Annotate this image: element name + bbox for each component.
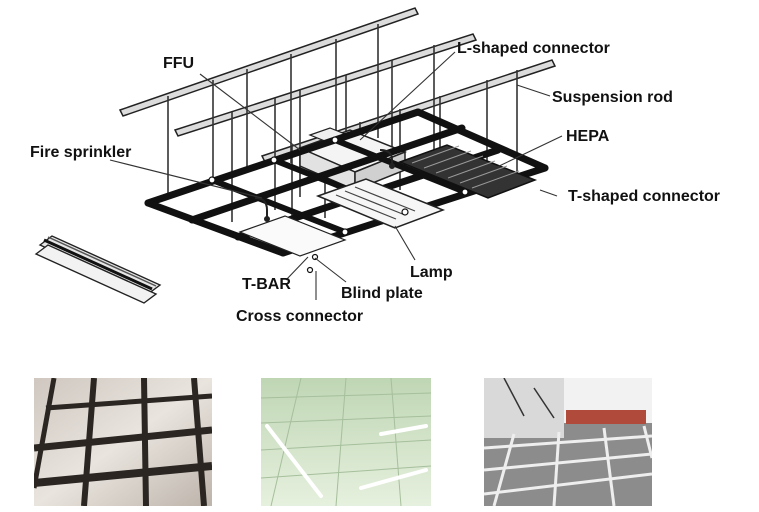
label-t-bar: T-BAR (242, 276, 291, 293)
photo-ceiling-grid-closeup (34, 378, 212, 506)
blind-plate (238, 215, 347, 257)
label-blind-plate: Blind plate (341, 285, 423, 302)
lamp-panel (315, 178, 446, 229)
fire-sprinklers (254, 149, 395, 222)
label-l-shaped-connector: L-shaped connector (457, 40, 610, 57)
photo-ceiling-grid-installation (484, 378, 652, 506)
component-labels: FFU L-shaped connector Suspension rod HE… (30, 40, 720, 325)
label-cross-connector: Cross connector (236, 308, 363, 325)
cross-connectors (208, 136, 469, 274)
label-t-shaped-connector: T-shaped connector (568, 188, 720, 205)
t-bar-profile (34, 235, 162, 304)
photo-cleanroom-ceiling-lights (261, 378, 431, 506)
label-suspension-rod: Suspension rod (552, 89, 673, 106)
label-ffu: FFU (163, 55, 194, 72)
leader-lines (109, 51, 563, 300)
label-fire-sprinkler: Fire sprinkler (30, 144, 131, 161)
hepa-grille (397, 144, 538, 199)
label-lamp: Lamp (410, 264, 453, 281)
label-hepa: HEPA (566, 128, 610, 145)
